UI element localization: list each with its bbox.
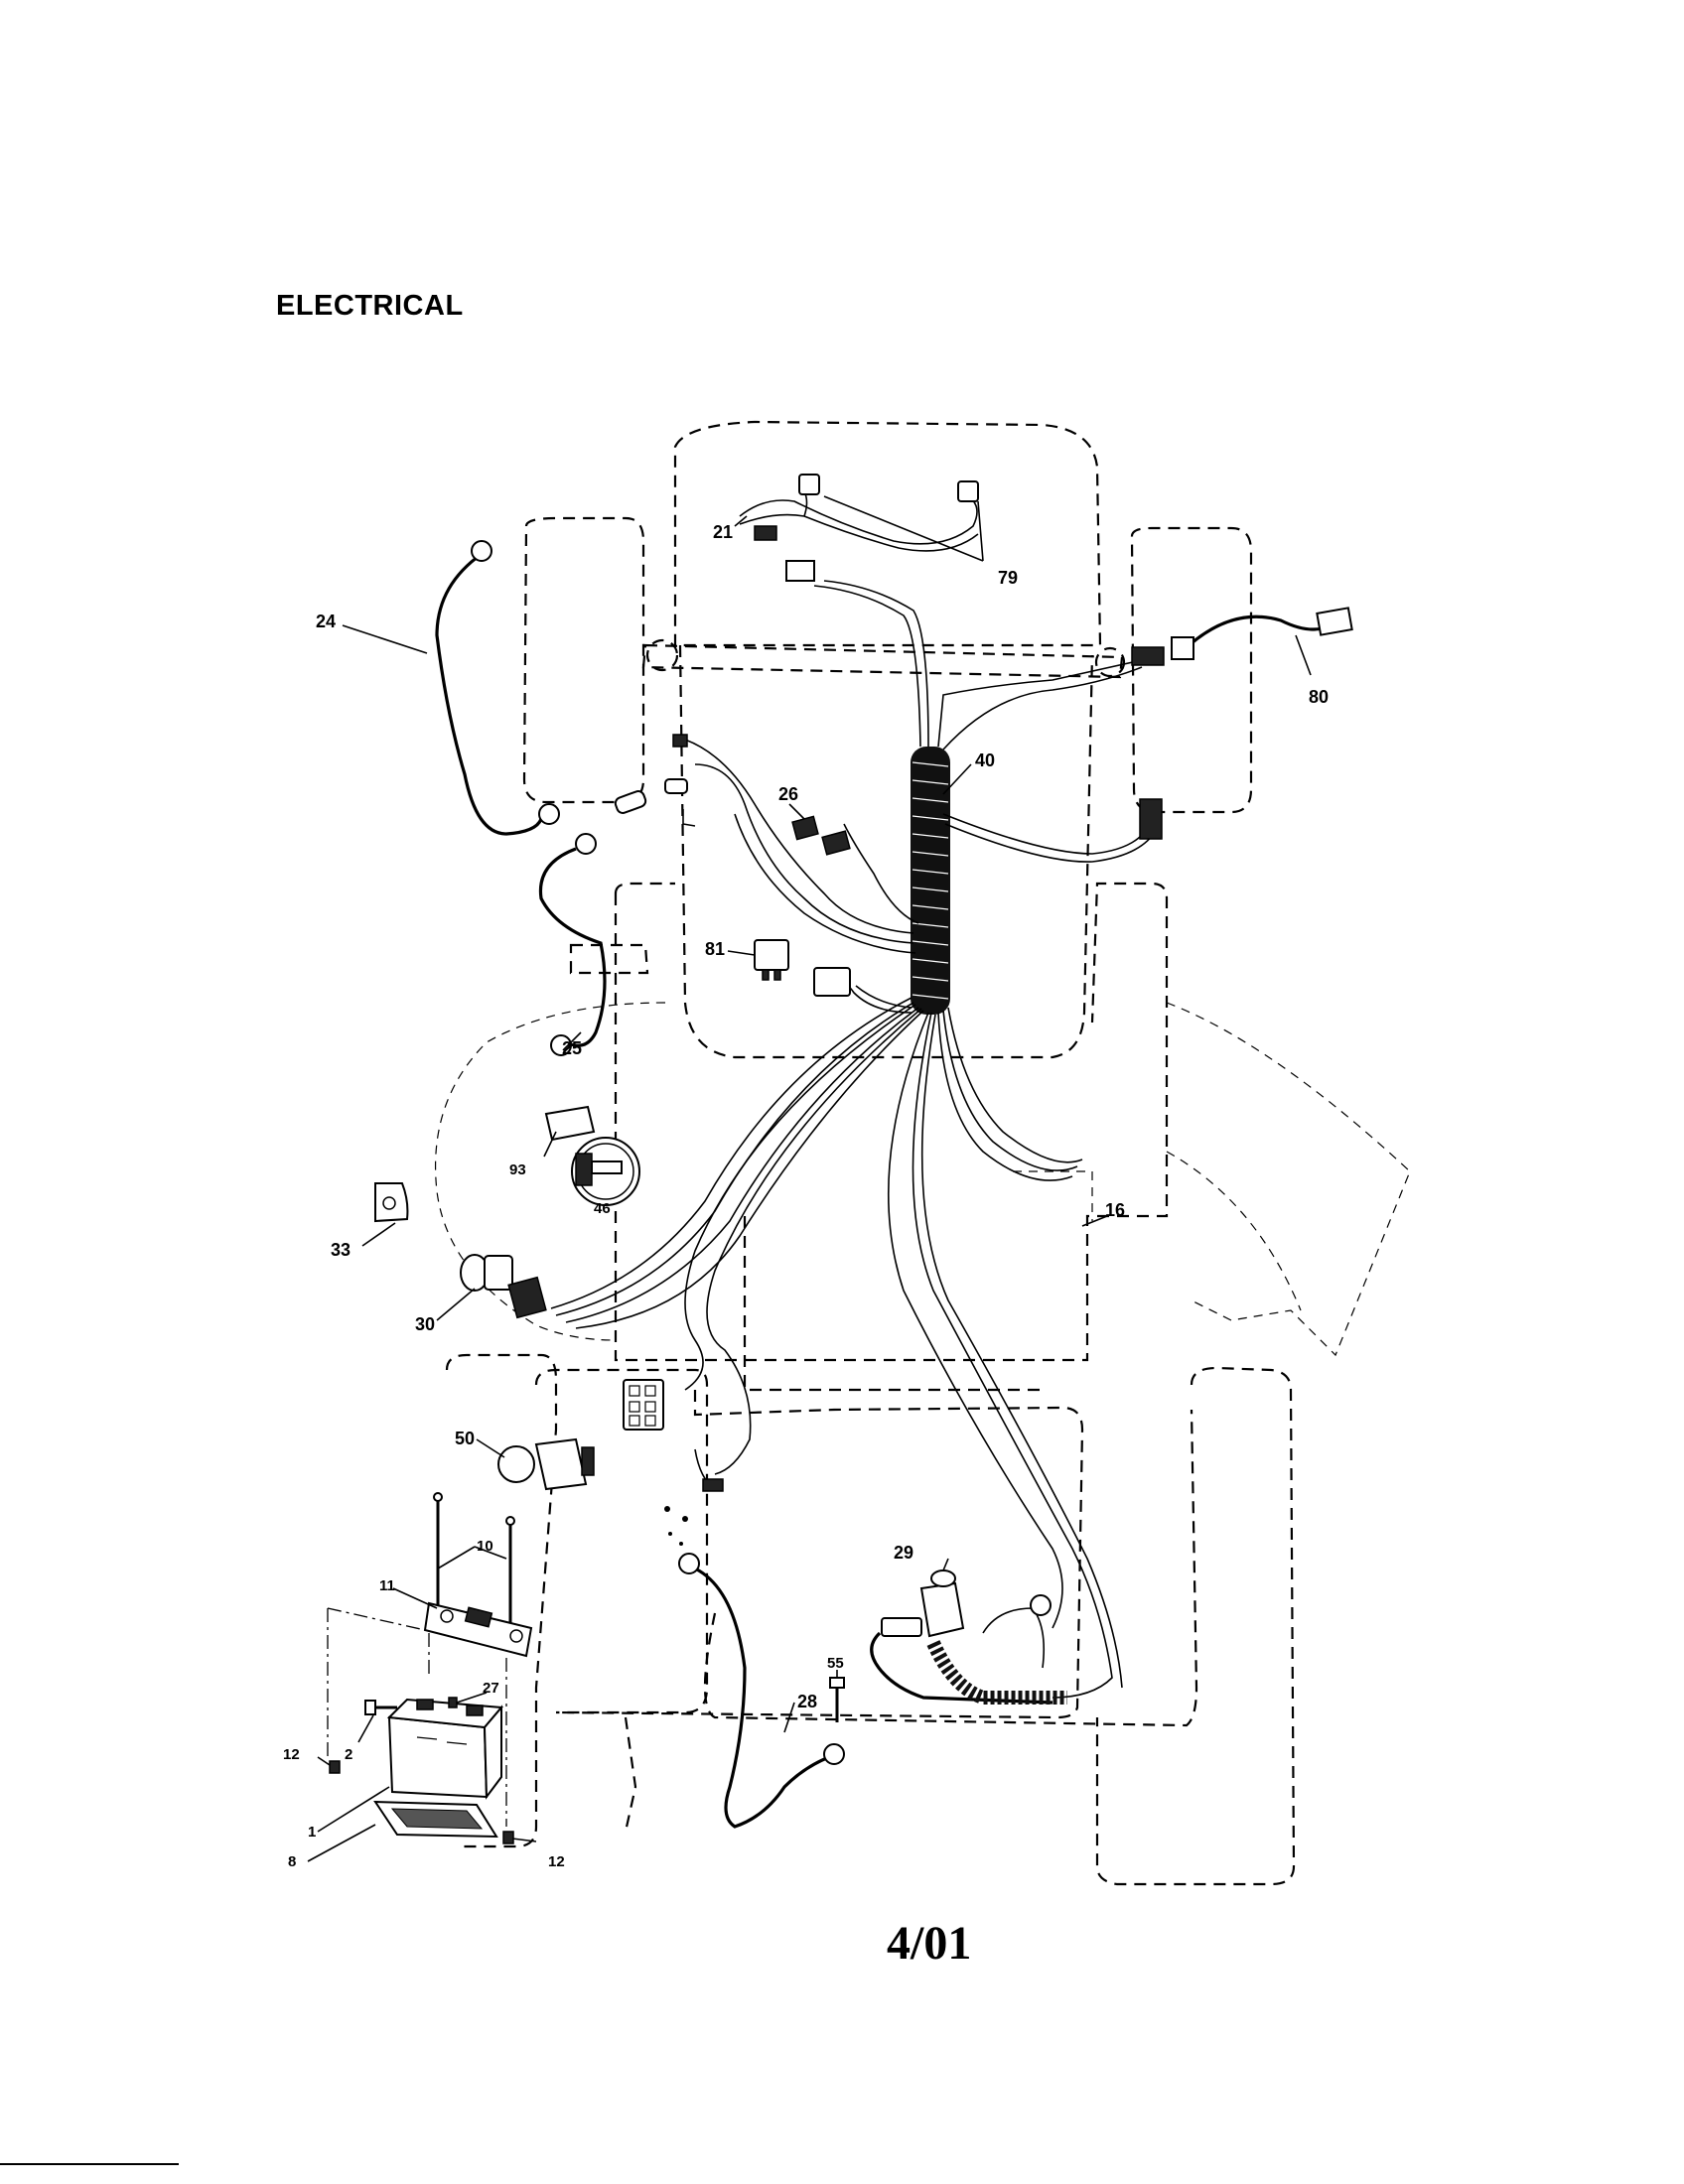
callout-10: 10 bbox=[477, 1538, 493, 1555]
callout-29: 29 bbox=[894, 1543, 913, 1563]
pto-connector-a bbox=[1131, 646, 1165, 666]
battery-tray bbox=[373, 1800, 498, 1839]
callout-80: 80 bbox=[1309, 687, 1329, 707]
callout-25: 25 bbox=[562, 1038, 582, 1058]
leader-lines bbox=[307, 495, 1312, 1862]
hour-meter-icon bbox=[544, 1105, 640, 1206]
relay-icon bbox=[754, 939, 851, 997]
light-switch bbox=[497, 1437, 595, 1491]
ignition-key bbox=[374, 1182, 409, 1223]
callout-16: 16 bbox=[1105, 1200, 1125, 1220]
callout-24: 24 bbox=[316, 612, 336, 631]
page-title: ELECTRICAL bbox=[276, 290, 464, 322]
callout-40: 40 bbox=[975, 751, 995, 770]
headlight-socket-right bbox=[957, 480, 979, 502]
wiring-harness-icon bbox=[550, 580, 1158, 1699]
ground-wire-25 bbox=[538, 734, 696, 1056]
callout-12b: 12 bbox=[548, 1853, 565, 1870]
headlight-harness bbox=[739, 474, 979, 582]
harness-plug-block bbox=[623, 1379, 664, 1431]
callout-28: 28 bbox=[797, 1692, 817, 1711]
callout-11: 11 bbox=[379, 1577, 395, 1594]
battery-holddown bbox=[327, 1492, 533, 1827]
seat-switch-connector bbox=[1139, 798, 1163, 840]
starter-cable bbox=[870, 1594, 1067, 1705]
callout-30: 30 bbox=[415, 1314, 435, 1334]
callout-labels: 24 21 79 80 40 26 81 25 93 46 33 30 16 5… bbox=[283, 522, 1329, 1870]
headlight-socket-left bbox=[798, 474, 820, 495]
ignition-switch-icon bbox=[460, 1254, 547, 1319]
callout-55: 55 bbox=[827, 1655, 844, 1672]
battery-icon bbox=[386, 1698, 504, 1800]
callout-8: 8 bbox=[288, 1853, 296, 1870]
headlight-plug bbox=[785, 560, 815, 582]
interlock-connectors bbox=[664, 1448, 724, 1546]
callout-46: 46 bbox=[594, 1200, 611, 1217]
callout-2: 2 bbox=[345, 1746, 352, 1763]
connector-26b bbox=[821, 830, 851, 856]
pto-plug bbox=[1316, 607, 1353, 636]
headlight-connector bbox=[754, 525, 777, 541]
revision-date: 4/01 bbox=[887, 1917, 972, 1970]
callout-26: 26 bbox=[778, 784, 798, 804]
solenoid-icon bbox=[881, 1570, 965, 1638]
connector-26a bbox=[791, 815, 819, 841]
pto-harness bbox=[1131, 607, 1353, 666]
callout-81: 81 bbox=[705, 939, 725, 959]
callout-1: 1 bbox=[308, 1824, 316, 1841]
pto-connector-b bbox=[1171, 636, 1194, 660]
callout-50: 50 bbox=[455, 1429, 475, 1448]
cable-icon bbox=[435, 540, 560, 836]
callout-93: 93 bbox=[509, 1161, 526, 1178]
harness-sleeve bbox=[911, 747, 950, 1015]
callout-21: 21 bbox=[713, 522, 733, 542]
callout-12a: 12 bbox=[283, 1746, 300, 1763]
battery-cable-28 bbox=[678, 1553, 845, 1829]
callout-33: 33 bbox=[331, 1240, 351, 1260]
hardware bbox=[329, 1697, 514, 1844]
callout-27: 27 bbox=[483, 1680, 499, 1697]
callout-79: 79 bbox=[998, 568, 1018, 588]
